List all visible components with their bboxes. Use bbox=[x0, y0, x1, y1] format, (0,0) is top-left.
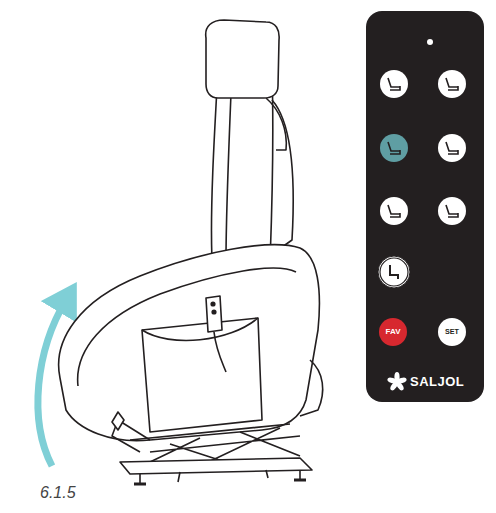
set-button: SET bbox=[438, 318, 466, 346]
brand-logo: SALJOL bbox=[410, 374, 464, 389]
fav-button: FAV bbox=[379, 318, 407, 346]
chair bbox=[59, 20, 323, 484]
remote-control: SALJOL FAV SET bbox=[366, 11, 484, 402]
button-label: FAV bbox=[379, 318, 407, 346]
remote-buttons bbox=[366, 11, 484, 402]
button-label: SET bbox=[438, 318, 466, 346]
figure-caption: 6.1.5 bbox=[40, 484, 76, 502]
